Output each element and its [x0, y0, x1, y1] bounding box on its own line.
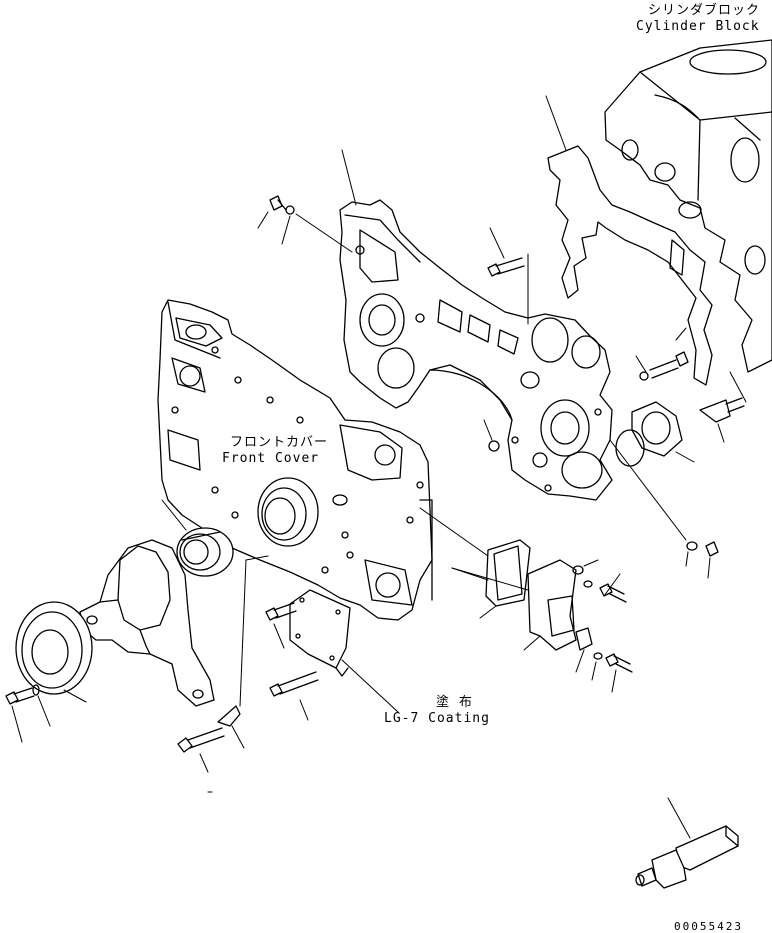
drawing-number: 00055423 [674, 920, 743, 933]
bolt-washer-left [5, 684, 87, 743]
front-cover-label-jp: フロントカバー [230, 435, 328, 450]
front-cover [157, 299, 433, 621]
oil-seal [176, 527, 234, 577]
cover-plate [289, 589, 351, 677]
leader-lines [161, 95, 691, 839]
bolts-center [177, 555, 319, 773]
labels: シリンダブロック Cylinder Block フロントカバー Front Co… [222, 2, 760, 933]
mount-bracket [79, 539, 215, 707]
bolts-upper-right [615, 327, 747, 467]
coating-label-en: LG-7 Coating [384, 711, 490, 726]
oring-bolt-right [609, 439, 719, 579]
seal-plate [15, 601, 93, 695]
installation-tool [635, 825, 739, 889]
small-gasket-cover [419, 507, 593, 673]
gasket [547, 145, 713, 386]
cylinder-block [604, 39, 772, 373]
bolts-right [572, 559, 633, 693]
gear-housing-plate [339, 199, 613, 501]
coating-label-jp: 塗 布 [436, 694, 473, 710]
front-cover-label-en: Front Cover [222, 451, 319, 466]
cylinder-block-label-en: Cylinder Block [636, 19, 760, 34]
cylinder-block-label-jp: シリンダブロック [648, 2, 760, 18]
seal-housing [257, 477, 348, 547]
bolt-upper-left [257, 195, 529, 452]
